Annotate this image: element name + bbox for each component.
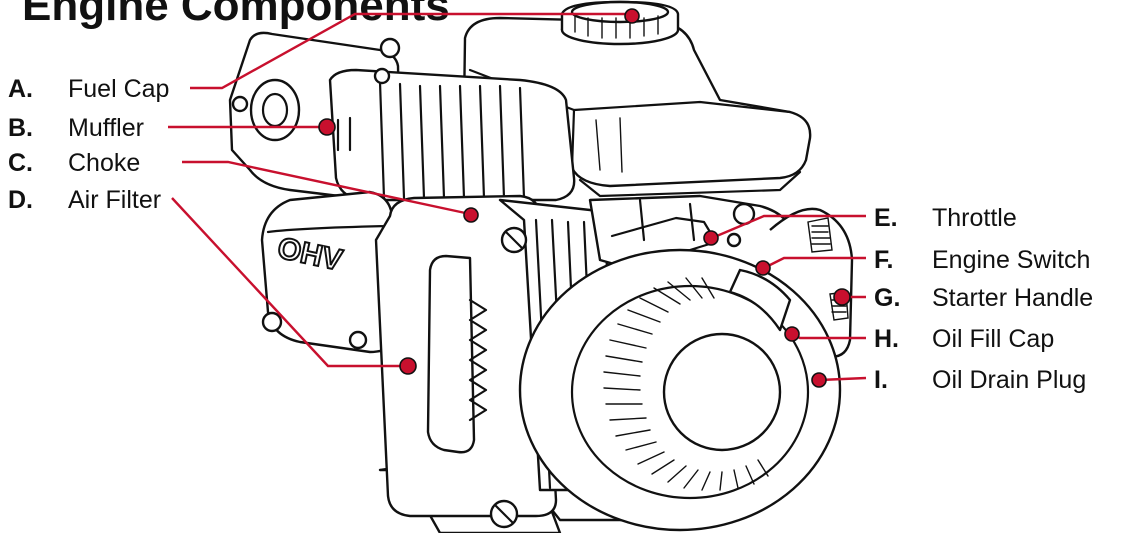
marker-engine-switch <box>755 260 771 276</box>
leader-engine-switch <box>763 256 866 270</box>
label-fuel-cap: A. Fuel Cap <box>8 75 169 103</box>
callout-labels: A. Fuel Cap B. Muffler C. Choke D. Air F… <box>8 75 1093 394</box>
label-letter: I. <box>874 366 888 394</box>
label-letter: B. <box>8 114 33 142</box>
label-text: Fuel Cap <box>68 75 169 103</box>
label-text: Starter Handle <box>932 284 1093 312</box>
muffler-graphic <box>228 31 576 202</box>
marker-oil-drain-plug <box>811 372 827 388</box>
marker-throttle <box>703 230 719 246</box>
label-text: Engine Switch <box>932 246 1090 274</box>
label-letter: G. <box>874 284 900 312</box>
label-letter: A. <box>8 75 33 103</box>
leader-air-filter <box>171 197 406 368</box>
marker-air-filter <box>399 357 417 375</box>
marker-oil-fill-cap <box>784 326 800 342</box>
label-engine-switch: F. Engine Switch <box>874 246 1090 274</box>
leader-fuel-cap <box>190 12 630 90</box>
label-starter-handle: G. Starter Handle <box>874 284 1093 312</box>
label-muffler: B. Muffler <box>8 114 144 142</box>
label-text: Air Filter <box>68 186 161 214</box>
label-letter: F. <box>874 246 893 274</box>
marker-choke <box>463 207 479 223</box>
label-throttle: E. Throttle <box>874 204 1017 232</box>
label-letter: D. <box>8 186 33 214</box>
marker-fuel-cap <box>624 8 640 24</box>
marker-dots <box>318 8 851 388</box>
label-oil-fill-cap: H. Oil Fill Cap <box>874 325 1054 353</box>
recoil-starter-graphic <box>518 248 842 532</box>
label-text: Oil Fill Cap <box>932 325 1054 353</box>
label-text: Muffler <box>68 114 144 142</box>
leader-choke <box>182 160 471 216</box>
label-text: Choke <box>68 149 140 177</box>
leader-lines <box>168 12 867 382</box>
valve-cover-graphic: OHV <box>260 190 402 354</box>
label-letter: C. <box>8 149 33 177</box>
label-air-filter: D. Air Filter <box>8 186 161 214</box>
label-oil-drain-plug: I. Oil Drain Plug <box>874 366 1086 394</box>
engine-illustration: OHV <box>228 0 854 533</box>
fuel-cap-graphic <box>560 0 680 46</box>
marker-muffler <box>318 118 336 136</box>
label-letter: H. <box>874 325 899 353</box>
leader-throttle <box>711 214 866 240</box>
label-choke: C. Choke <box>8 149 140 177</box>
label-text: Oil Drain Plug <box>932 366 1086 394</box>
label-text: Throttle <box>932 204 1017 232</box>
label-letter: E. <box>874 204 898 232</box>
leader-oil-drain-plug <box>819 376 867 382</box>
marker-starter-handle <box>833 288 851 306</box>
